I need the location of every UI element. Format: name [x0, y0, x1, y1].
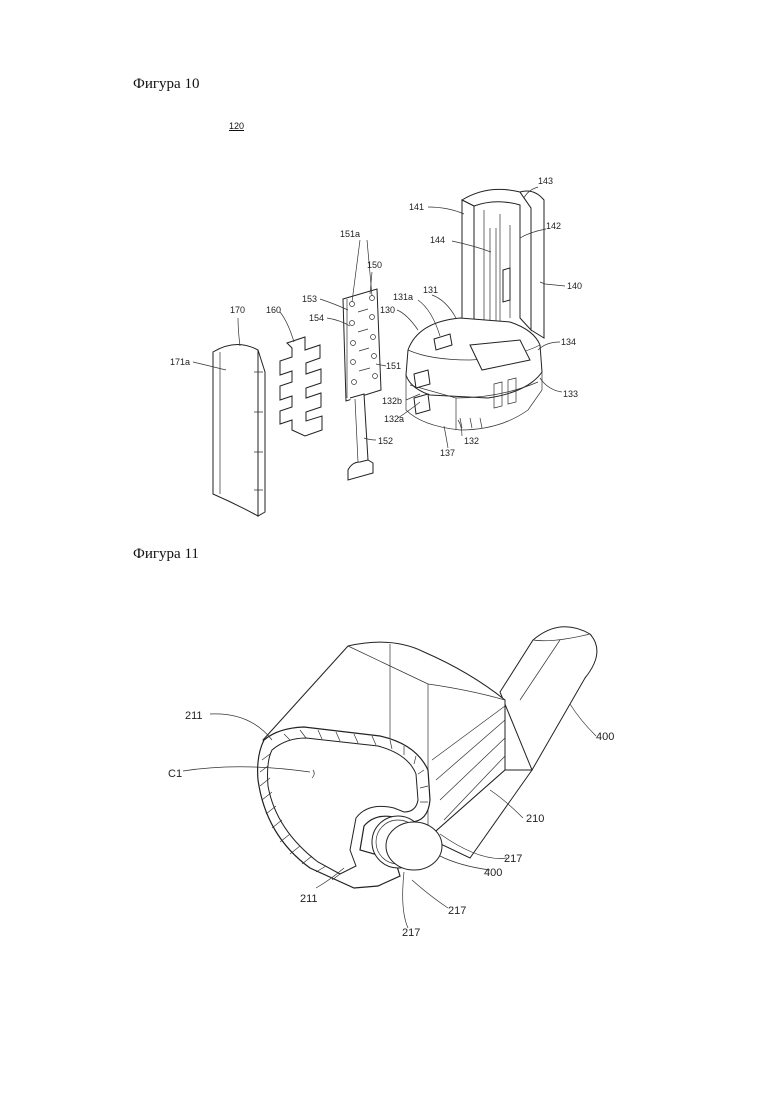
label-144: 144: [430, 235, 445, 245]
label-c1: C1: [168, 768, 182, 780]
label-130: 130: [380, 305, 395, 315]
label-152: 152: [378, 436, 393, 446]
label-134: 134: [561, 337, 576, 347]
part-170-cover: [213, 344, 265, 516]
label-133: 133: [563, 389, 578, 399]
part-140-holder: [462, 189, 544, 338]
label-211-top: 211: [185, 710, 203, 722]
label-400-rod: 400: [596, 731, 614, 743]
label-151: 151: [386, 361, 401, 371]
body-210: [258, 642, 532, 888]
label-132: 132: [464, 436, 479, 446]
label-140: 140: [567, 281, 582, 291]
label-217-bottom: 217: [402, 927, 420, 939]
label-153: 153: [302, 294, 317, 304]
label-142: 142: [546, 221, 561, 231]
label-151a: 151a: [340, 229, 360, 239]
label-131: 131: [423, 285, 438, 295]
label-217-middle: 217: [448, 905, 466, 917]
part-150-circuit-board: [343, 289, 381, 480]
label-143: 143: [538, 176, 553, 186]
label-132a: 132a: [384, 414, 404, 424]
label-150: 150: [367, 260, 382, 270]
label-137: 137: [440, 448, 455, 458]
part-130-base: [406, 318, 542, 430]
label-154: 154: [309, 313, 324, 323]
label-170: 170: [230, 305, 245, 315]
label-210: 210: [526, 813, 544, 825]
label-400-section: 400: [484, 867, 502, 879]
part-160-plate: [280, 337, 322, 436]
label-217-right: 217: [504, 853, 522, 865]
label-131a: 131a: [393, 292, 413, 302]
label-171a: 171a: [170, 357, 190, 367]
label-211-bottom: 211: [300, 893, 318, 905]
rod-400: [500, 627, 597, 770]
label-132b: 132b: [382, 396, 402, 406]
label-160: 160: [266, 305, 281, 315]
label-141: 141: [409, 202, 424, 212]
